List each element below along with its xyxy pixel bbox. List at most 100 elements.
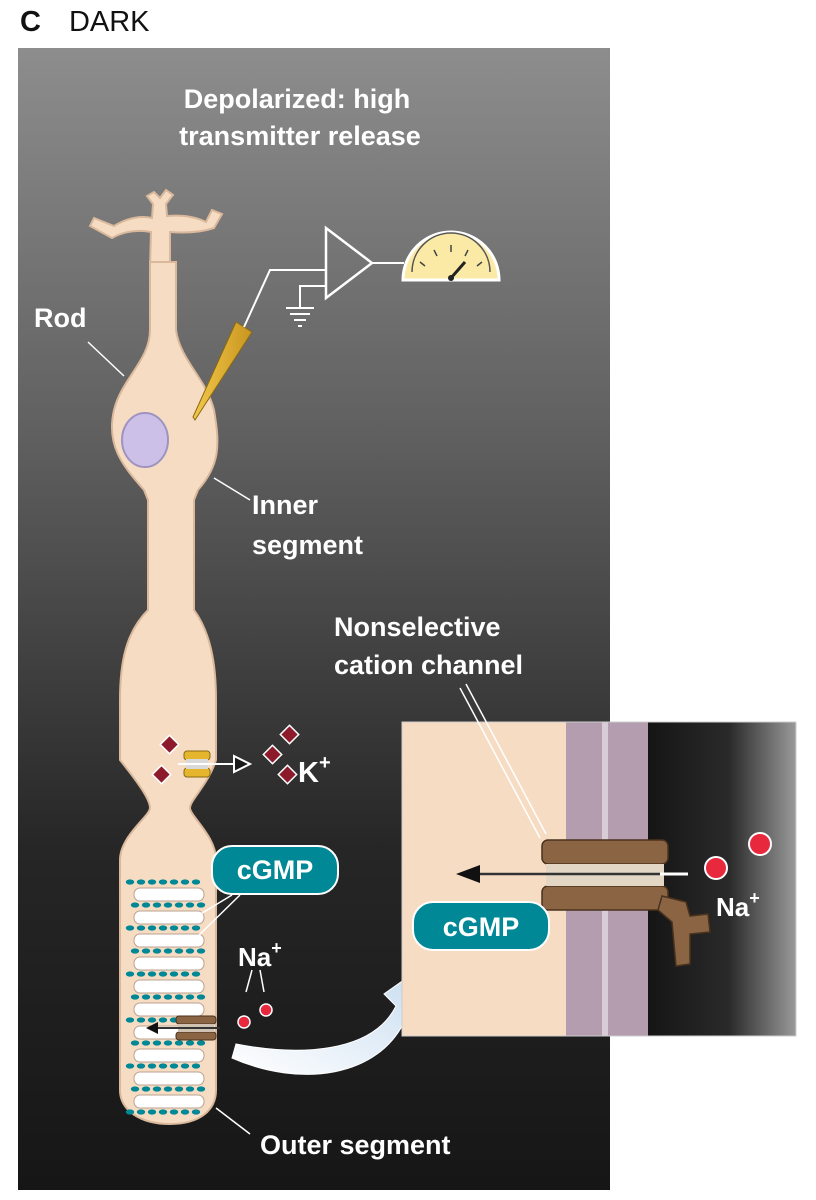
cgmp-dot bbox=[130, 948, 140, 954]
outer-segment-disk bbox=[133, 1002, 205, 1017]
recording-apparatus bbox=[192, 225, 501, 421]
cgmp-dot bbox=[147, 1109, 157, 1115]
cgmp-dot bbox=[152, 1040, 162, 1046]
cgmp-badge: cGMP bbox=[211, 845, 339, 895]
cgmp-dot bbox=[191, 879, 201, 885]
cgmp-dot bbox=[169, 1063, 179, 1069]
cgmp-dot bbox=[185, 994, 195, 1000]
cgmp-dot bbox=[163, 994, 173, 1000]
cgmp-dot bbox=[130, 1086, 140, 1092]
na-ion-inset-charge: + bbox=[749, 888, 760, 908]
outer-segment-disks bbox=[125, 879, 206, 1115]
outer-segment-disk bbox=[133, 956, 205, 971]
outer-segment-disk bbox=[133, 933, 205, 948]
cgmp-dot bbox=[174, 948, 184, 954]
channel-label-line1: Nonselective bbox=[334, 612, 501, 642]
outer-segment-disk bbox=[133, 1048, 205, 1063]
cgmp-dot bbox=[163, 902, 173, 908]
inner-segment-label-line2: segment bbox=[252, 530, 363, 560]
k-channel bbox=[178, 750, 253, 778]
k-ion-charge: + bbox=[319, 752, 331, 774]
na-ion-charge: + bbox=[271, 938, 282, 958]
cgmp-dot bbox=[125, 1109, 135, 1115]
cgmp-dot bbox=[174, 902, 184, 908]
cgmp-dot bbox=[185, 948, 195, 954]
cgmp-dot bbox=[147, 1063, 157, 1069]
channel-inset bbox=[401, 721, 797, 1037]
cgmp-dot bbox=[136, 971, 146, 977]
cgmp-dot bbox=[180, 925, 190, 931]
cgmp-dot bbox=[174, 1086, 184, 1092]
state-label-line1: Depolarized: high bbox=[184, 84, 411, 114]
cgmp-dot bbox=[163, 1040, 173, 1046]
na-ion-inset-symbol: Na bbox=[716, 892, 750, 922]
cgmp-dot bbox=[191, 925, 201, 931]
cgmp-dot bbox=[147, 879, 157, 885]
cgmp-dot bbox=[158, 1017, 168, 1023]
cgmp-dot bbox=[191, 1109, 201, 1115]
cgmp-dot bbox=[147, 925, 157, 931]
cgmp-dot bbox=[125, 1063, 135, 1069]
rod-cell bbox=[88, 188, 224, 1126]
cgmp-dot bbox=[185, 1086, 195, 1092]
cgmp-dot bbox=[158, 971, 168, 977]
sodium-ions bbox=[237, 1003, 273, 1029]
outer-segment-disk bbox=[133, 1071, 205, 1086]
cgmp-dot bbox=[185, 1040, 195, 1046]
rod-label: Rod bbox=[34, 303, 86, 333]
cgmp-dot bbox=[136, 1109, 146, 1115]
cgmp-dot bbox=[158, 925, 168, 931]
cgmp-dot bbox=[196, 902, 206, 908]
cgmp-dot bbox=[136, 1063, 146, 1069]
panel-header: C DARK bbox=[20, 6, 150, 39]
cgmp-dot bbox=[152, 994, 162, 1000]
cgmp-dot bbox=[191, 1063, 201, 1069]
cgmp-dot bbox=[147, 1017, 157, 1023]
cgmp-inset-badge: cGMP bbox=[412, 901, 550, 951]
panel-condition: DARK bbox=[68, 6, 150, 38]
cgmp-dot bbox=[169, 971, 179, 977]
cgmp-dot bbox=[125, 925, 135, 931]
cgmp-dot bbox=[136, 879, 146, 885]
cgmp-dot bbox=[141, 994, 151, 1000]
cgmp-dot bbox=[196, 994, 206, 1000]
amplifier-icon bbox=[324, 225, 375, 301]
cgmp-badge-text: cGMP bbox=[237, 855, 314, 885]
na-ion-symbol: Na bbox=[238, 942, 272, 972]
cgmp-dot bbox=[169, 1109, 179, 1115]
panel-letter: C bbox=[20, 6, 41, 38]
outer-segment-disk bbox=[133, 979, 205, 994]
cgmp-dot bbox=[130, 994, 140, 1000]
cgmp-dot bbox=[196, 1040, 206, 1046]
cgmp-dot bbox=[158, 1109, 168, 1115]
cgmp-dot bbox=[180, 1063, 190, 1069]
cgmp-dot bbox=[191, 971, 201, 977]
cgmp-dot bbox=[180, 971, 190, 977]
cgmp-dot bbox=[152, 902, 162, 908]
channel-label-line2: cation channel bbox=[334, 650, 523, 680]
k-ion-label: K+ bbox=[298, 752, 331, 789]
cgmp-dot bbox=[196, 948, 206, 954]
potassium-ions bbox=[151, 724, 300, 785]
cgmp-dot bbox=[130, 902, 140, 908]
outer-segment-disk bbox=[133, 910, 205, 925]
outer-segment-disk bbox=[133, 1094, 205, 1109]
k-ion-symbol: K bbox=[298, 757, 319, 789]
cgmp-dot bbox=[141, 948, 151, 954]
cgmp-dot bbox=[152, 948, 162, 954]
cgmp-dot bbox=[141, 902, 151, 908]
cgmp-inset-badge-text: cGMP bbox=[443, 912, 520, 942]
cgmp-dot bbox=[174, 1040, 184, 1046]
cgmp-dot bbox=[125, 971, 135, 977]
cgmp-dot bbox=[147, 971, 157, 977]
nucleus bbox=[121, 412, 169, 468]
outer-segment-disk bbox=[133, 887, 205, 902]
cgmp-dot bbox=[185, 902, 195, 908]
outer-segment-label: Outer segment bbox=[260, 1130, 451, 1160]
na-ion-inset-label: Na+ bbox=[716, 888, 760, 922]
cgmp-dot bbox=[130, 1040, 140, 1046]
inner-segment-label-line1: Inner bbox=[252, 490, 319, 520]
state-label-line2: transmitter release bbox=[179, 121, 421, 151]
cgmp-dot bbox=[174, 994, 184, 1000]
